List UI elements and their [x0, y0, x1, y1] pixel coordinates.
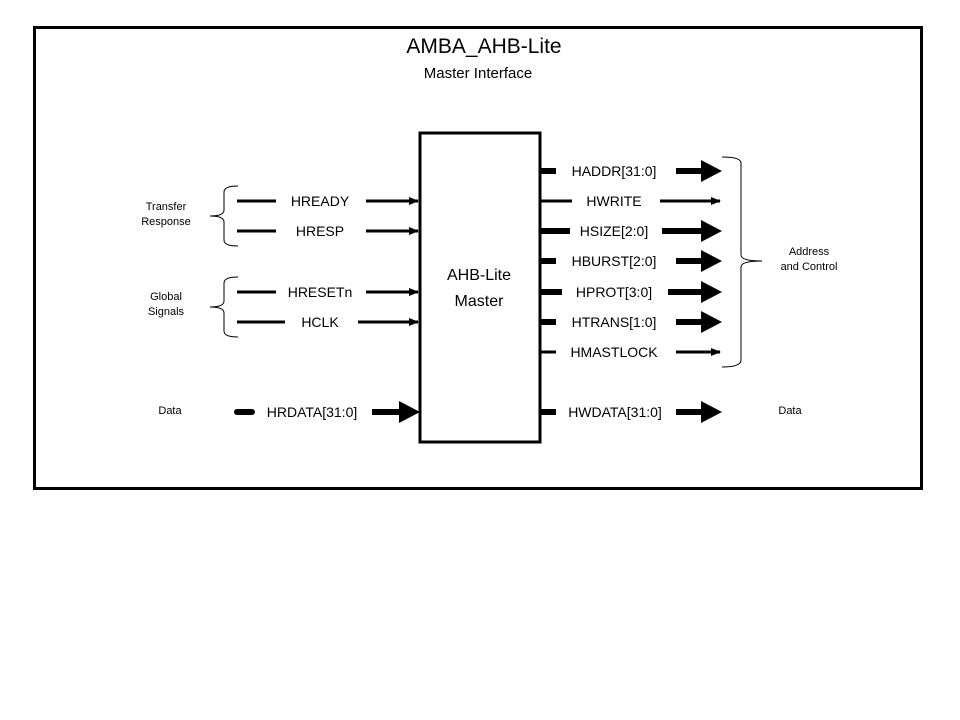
signal-label: HWRITE [586, 193, 641, 209]
block-label-line2: Master [455, 293, 505, 310]
input-signal-hready: HREADY [237, 193, 419, 209]
block-label-line1: AHB-Lite [447, 267, 511, 284]
diagram-subtitle: Master Interface [424, 65, 532, 82]
output-signal-hmastlock: HMASTLOCK [540, 344, 721, 360]
input-signal-hresp: HRESP [237, 223, 419, 239]
output-signal-htrans: HTRANS[1:0] [540, 311, 722, 333]
brace-transfer-response [209, 185, 239, 247]
signal-label: HRESETn [288, 284, 353, 300]
signal-label: HSIZE[2:0] [580, 223, 648, 239]
signal-label: HTRANS[1:0] [572, 314, 657, 330]
output-signal-hburst: HBURST[2:0] [540, 250, 722, 272]
output-signal-hprot: HPROT[3:0] [540, 281, 722, 303]
brace-global-signals [209, 276, 239, 338]
output-signal-hwdata: HWDATA[31:0] [540, 401, 722, 423]
signal-label: HREADY [291, 193, 350, 209]
input-signal-hclk: HCLK [237, 314, 419, 330]
input-signal-hrdata: HRDATA[31:0] [234, 401, 420, 423]
output-signal-hsize: HSIZE[2:0] [540, 220, 722, 242]
ahb-lite-master-block [418, 131, 542, 444]
signal-label: HWDATA[31:0] [568, 404, 662, 420]
signal-label: HBURST[2:0] [572, 253, 657, 269]
signal-label: HADDR[31:0] [572, 163, 657, 179]
signal-label: HMASTLOCK [570, 344, 658, 360]
signal-label: HCLK [301, 314, 339, 330]
brace-address-and-control [721, 156, 763, 368]
input-data-label: Data [158, 405, 182, 417]
group-label-and-control: and Control [781, 261, 838, 273]
output-data-label: Data [778, 405, 802, 417]
group-label-signals: Signals [148, 306, 185, 318]
output-signal-haddr: HADDR[31:0] [540, 160, 722, 182]
group-label-response: Response [141, 216, 191, 228]
signal-label: HPROT[3:0] [576, 284, 652, 300]
output-signal-hwrite: HWRITE [540, 193, 721, 209]
group-label-transfer: Transfer [146, 201, 187, 213]
input-signal-hresetn: HRESETn [237, 284, 419, 300]
group-label-address: Address [789, 246, 830, 258]
signal-label: HRESP [296, 223, 344, 239]
signal-label: HRDATA[31:0] [267, 404, 358, 420]
diagram-title: AMBA_AHB-Lite [406, 35, 561, 58]
group-label-global: Global [150, 291, 182, 303]
